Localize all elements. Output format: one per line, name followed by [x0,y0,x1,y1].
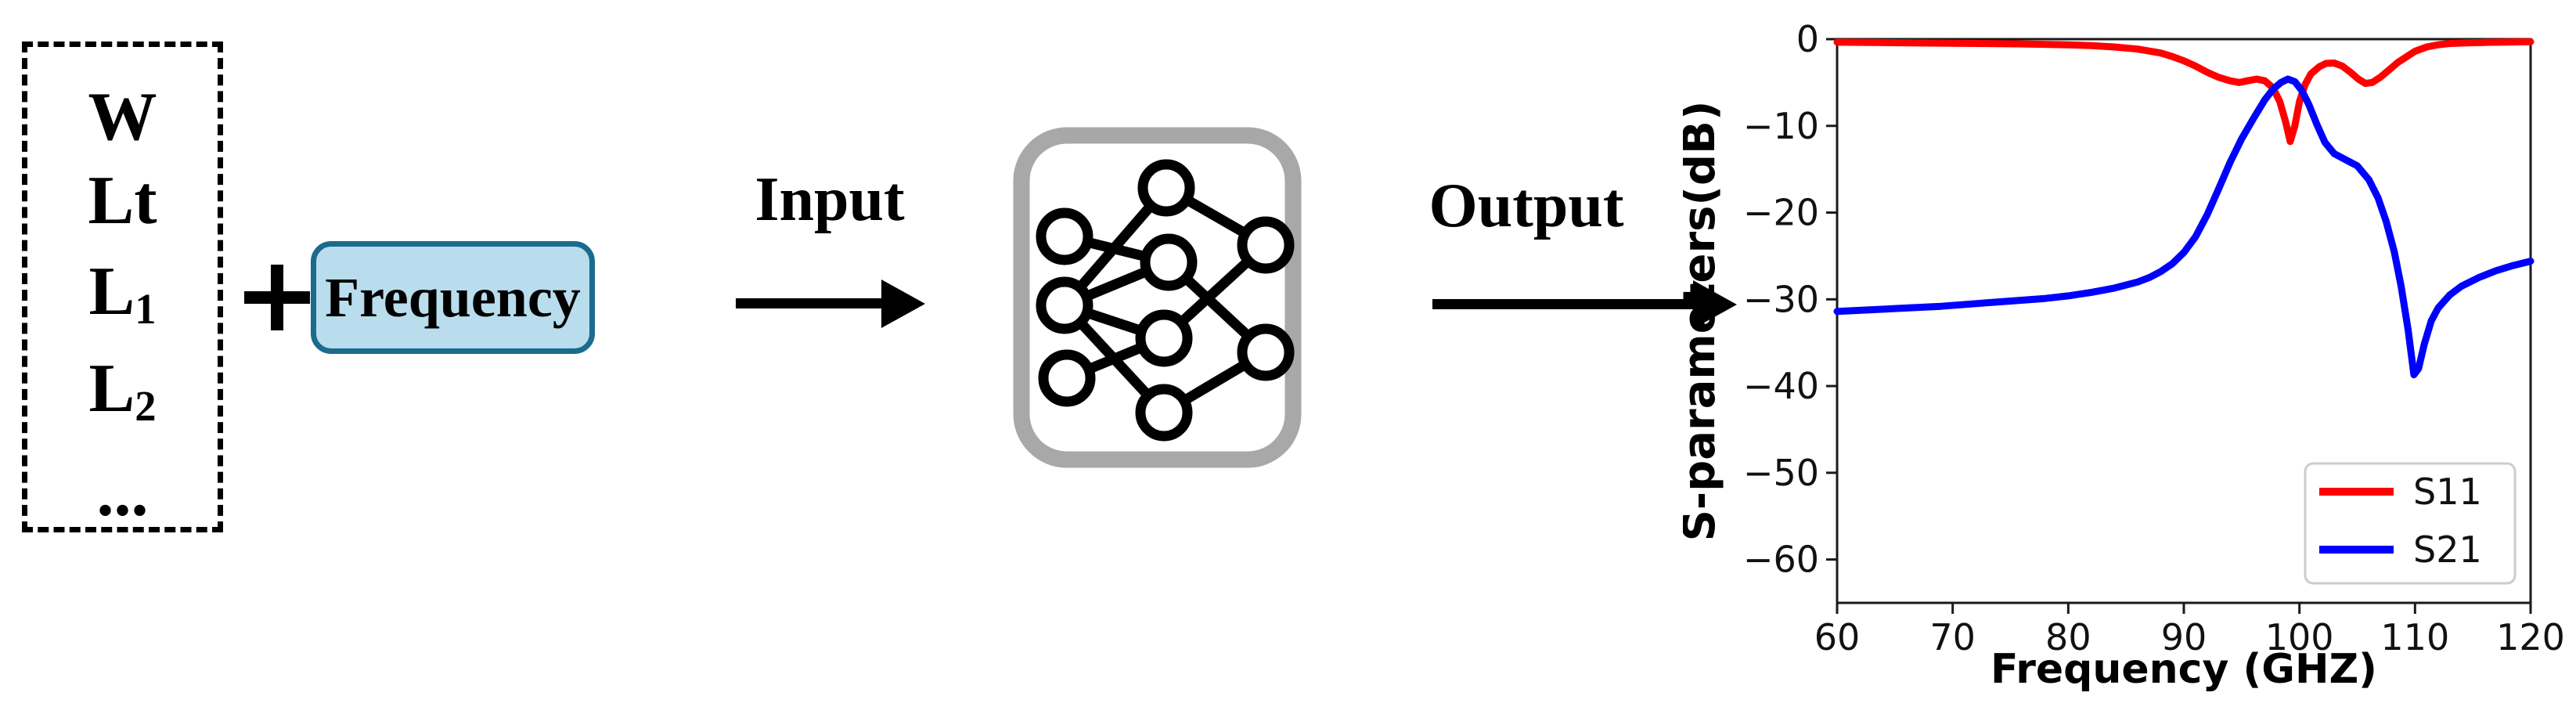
output-arrow-shaft [1432,299,1693,309]
x-tick-label: 110 [2380,616,2449,658]
legend-label-s21: S21 [2413,528,2482,571]
parameter-item: W [88,79,157,155]
plus-icon [244,265,310,330]
legend-label-s11: S11 [2413,471,2482,513]
parameter-item: Lt [88,163,157,239]
y-tick-label: −10 [1743,105,1819,147]
parameter-item: L2 [88,351,157,431]
input-label: Input [755,165,905,234]
x-tick-label: 100 [2265,616,2334,658]
series-line-s11 [1833,38,2535,146]
input-arrow-head [881,280,925,328]
y-tick-label: −40 [1743,365,1819,407]
y-tick-label: −20 [1743,192,1819,234]
y-tick-label: −50 [1743,452,1819,494]
frequency-box: Frequency [311,241,595,354]
y-tick-label: 0 [1796,18,1819,60]
legend: S11 S21 [2304,462,2517,585]
sparameter-chart: 60 70 80 90 100 110 120 0 −10 −20 −30 −40 −50 −60 Fre… [1683,18,2565,693]
x-tick-label: 70 [1929,616,1976,658]
x-tick-label: 120 [2496,616,2565,658]
frequency-box-label: Frequency [325,265,581,329]
parameter-item: ... [96,455,149,531]
y-tick-label: −30 [1743,278,1819,320]
y-tick-label: −60 [1743,539,1819,581]
x-tick-label: 60 [1814,616,1861,658]
chart-series [1833,38,2535,379]
output-label: Output [1429,171,1624,240]
x-tick-label: 80 [2045,616,2091,658]
x-axis-label: Frequency (GHZ) [1991,646,2377,693]
input-arrow-shaft [736,298,881,308]
plus-vertical-bar [271,265,283,330]
x-tick-label: 90 [2161,616,2207,658]
neural-network-icon [1013,127,1302,468]
y-axis-label: S-parameters(dB) [1683,101,1725,542]
legend-box [2304,462,2517,585]
axis-ticks: 60 70 80 90 100 110 120 0 −10 −20 −30 −40 −50 −60 [1743,18,2565,658]
nn-nodes [1036,159,1295,442]
parameter-item: L1 [88,254,157,334]
series-line-s21 [1833,75,2535,379]
output-arrow-head [1693,280,1737,329]
